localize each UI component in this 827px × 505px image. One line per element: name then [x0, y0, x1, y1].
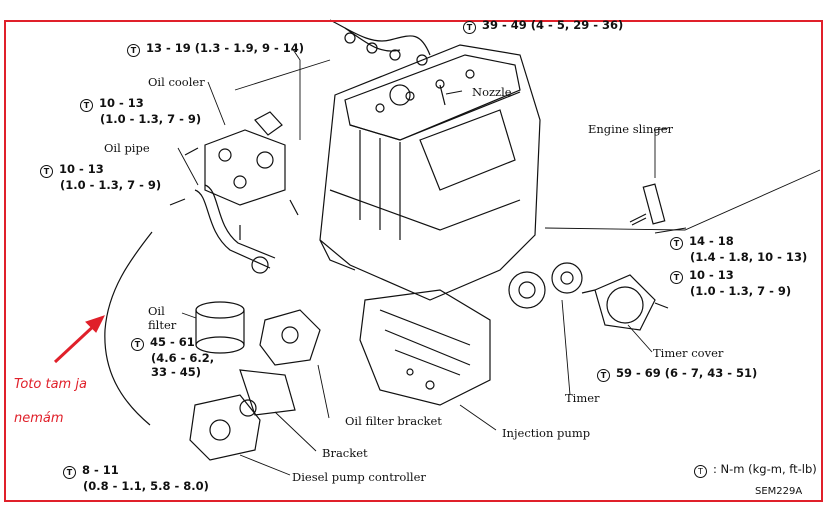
label-oil-filter-2: filter [148, 318, 177, 332]
torque-legend: T: N-m (kg-m, ft-lb) [694, 462, 817, 478]
label-timer: Timer [565, 391, 600, 405]
annotation-arrow [53, 315, 105, 364]
red-frame [4, 20, 823, 502]
label-oil-filter-bracket: Oil filter bracket [345, 414, 442, 428]
annotation-line-1: Toto tam ja [14, 377, 87, 392]
annotation-line-2: nemám [14, 411, 64, 426]
label-oil-filter-1: Oil [148, 304, 165, 318]
label-bracket: Bracket [322, 446, 368, 460]
label-oil-cooler: Oil cooler [148, 75, 205, 89]
label-timer-cover: Timer cover [653, 346, 724, 360]
label-nozzle: Nozzle [472, 85, 512, 99]
label-diesel-pump-controller: Diesel pump controller [292, 470, 426, 484]
label-engine-slinger: Engine slinger [588, 122, 674, 136]
label-oil-pipe: Oil pipe [104, 141, 150, 155]
label-injection-pump: Injection pump [502, 426, 591, 440]
figure-code: SEM229A [755, 486, 803, 497]
